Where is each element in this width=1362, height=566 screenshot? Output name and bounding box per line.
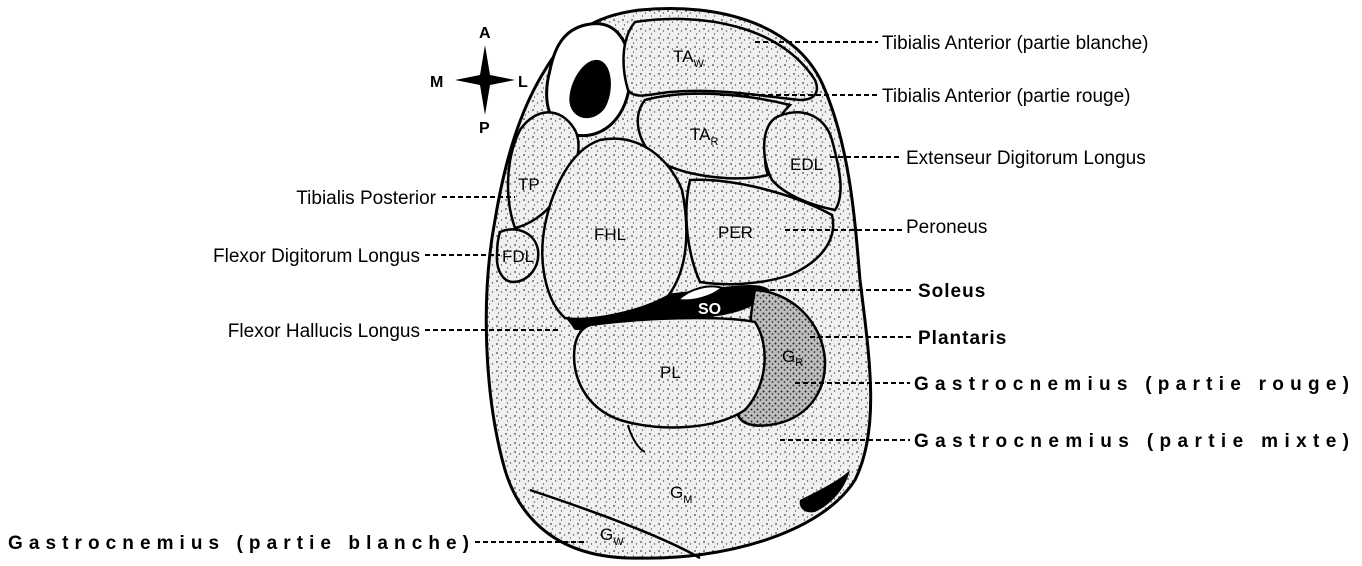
label-tibialis-anterior-red: Tibialis Anterior (partie rouge) bbox=[882, 86, 1131, 107]
abbr-edl: EDL bbox=[790, 155, 823, 174]
label-peroneus: Peroneus bbox=[906, 217, 987, 238]
label-flexor-hallucis-longus: Flexor Hallucis Longus bbox=[228, 321, 420, 342]
muscle-tibialis-anterior-white bbox=[624, 19, 817, 100]
label-extensor-digitorum-longus: Extenseur Digitorum Longus bbox=[906, 148, 1146, 169]
label-tibialis-posterior: Tibialis Posterior bbox=[296, 188, 436, 209]
abbr-so: SO bbox=[698, 301, 721, 318]
label-tibialis-anterior-white: Tibialis Anterior (partie blanche) bbox=[882, 33, 1148, 54]
abbr-pl: PL bbox=[660, 363, 681, 382]
abbr-per: PER bbox=[718, 223, 753, 242]
label-soleus: Soleus bbox=[918, 281, 986, 302]
compass-posterior-label: P bbox=[479, 120, 490, 137]
label-plantaris: Plantaris bbox=[918, 328, 1007, 349]
abbr-fhl: FHL bbox=[594, 225, 626, 244]
label-gastrocnemius-red: Gastrocnemius (partie rouge) bbox=[914, 374, 1350, 395]
compass-medial-label: M bbox=[430, 74, 443, 91]
orientation-compass: A M L P bbox=[430, 25, 528, 137]
label-gastrocnemius-white: Gastrocnemius (partie blanche) bbox=[8, 533, 470, 554]
compass-star-icon bbox=[455, 45, 515, 115]
compass-anterior-label: A bbox=[479, 25, 491, 42]
label-flexor-digitorum-longus: Flexor Digitorum Longus bbox=[213, 246, 420, 267]
label-gastrocnemius-mixed: Gastrocnemius (partie mixte) bbox=[914, 431, 1350, 452]
abbr-fdl: FDL bbox=[502, 247, 534, 266]
compass-lateral-label: L bbox=[518, 74, 528, 91]
abbr-tp: TP bbox=[518, 175, 540, 194]
